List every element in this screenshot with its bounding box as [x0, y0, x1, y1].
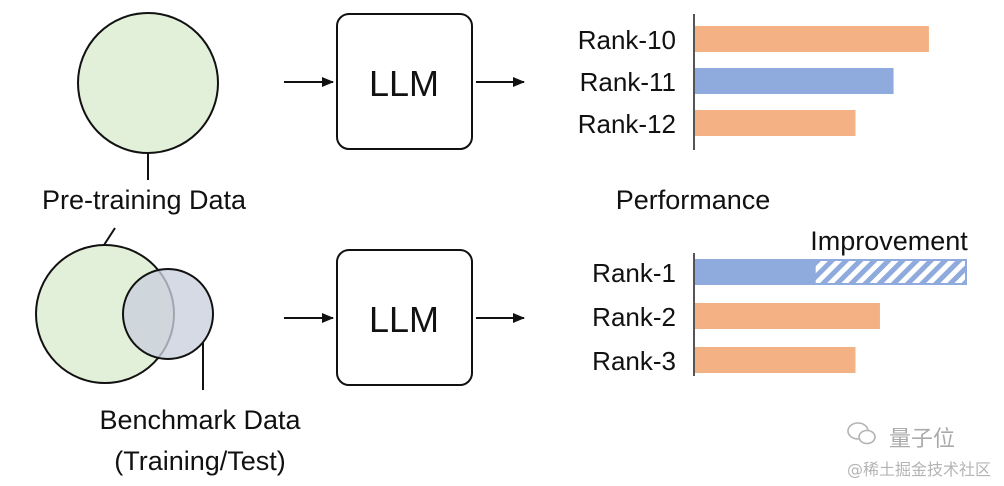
- watermark-site: @稀土掘金技术社区: [847, 460, 991, 479]
- watermark: 量子位 @稀土掘金技术社区: [847, 422, 991, 479]
- improvement-label: Improvement: [810, 226, 968, 256]
- llm-label-bottom: LLM: [369, 299, 439, 340]
- llm-label-top: LLM: [369, 63, 439, 104]
- performance-label: Performance: [616, 185, 771, 215]
- benchmark-data-label-line2: (Training/Test): [114, 446, 286, 476]
- bottom-rank-label: Rank-1: [592, 258, 676, 288]
- pretraining-data-label: Pre-training Data: [42, 185, 247, 215]
- top-rank-bar: [695, 68, 894, 94]
- top-rank-label: Rank-10: [578, 25, 676, 55]
- watermark-brand: 量子位: [889, 427, 955, 452]
- bottom-improvement-bar: [813, 259, 967, 285]
- llm-box-top: [336, 13, 473, 150]
- top-rank-label: Rank-11: [580, 67, 676, 97]
- bottom-row: Benchmark Data (Training/Test) LLM Rank-…: [35, 227, 967, 476]
- benchmark-data-label-line1: Benchmark Data: [99, 405, 301, 435]
- bottom-rank-bar: [695, 303, 880, 329]
- bottom-rank-bar: [695, 347, 856, 373]
- pretraining-label-leader-lower: [103, 227, 116, 246]
- benchmark-data-circle: [122, 268, 214, 360]
- top-row: Pre-training Data LLM Rank-10Rank-11Rank…: [42, 12, 929, 215]
- llm-box-bottom: [336, 249, 473, 386]
- wechat-icon: [847, 422, 876, 445]
- bottom-rank-label: Rank-3: [592, 346, 676, 376]
- bottom-rank-bar: [695, 259, 815, 285]
- top-rank-bar: [695, 26, 929, 52]
- pretraining-data-circle: [77, 12, 219, 154]
- top-rank-bar: [695, 110, 856, 136]
- top-rank-label: Rank-12: [578, 109, 676, 139]
- bottom-rank-label: Rank-2: [592, 302, 676, 332]
